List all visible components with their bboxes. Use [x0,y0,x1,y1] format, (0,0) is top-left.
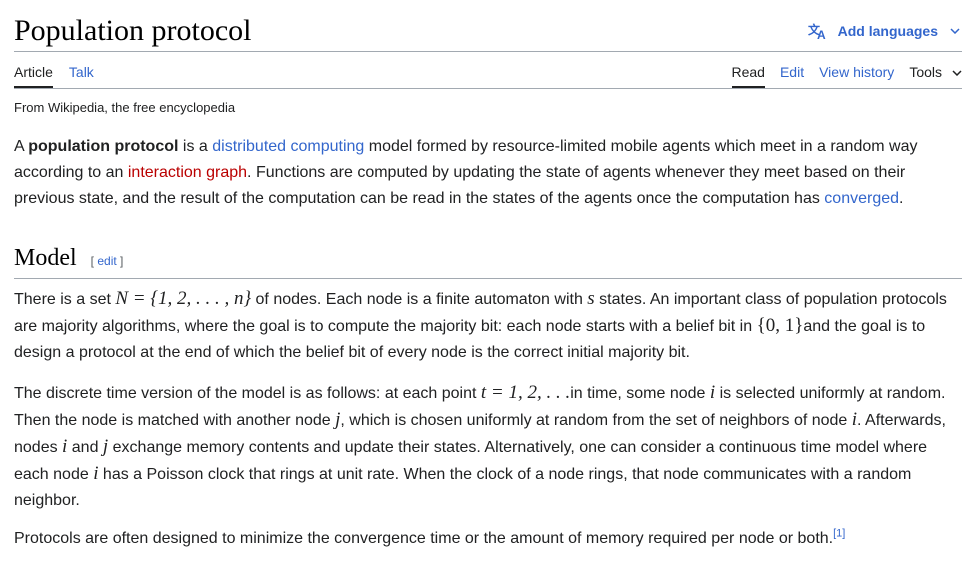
add-languages-label: Add languages [837,23,938,39]
math-j: j [335,409,341,430]
intro-paragraph: A population protocol is a distributed c… [14,134,962,212]
bold-term: population protocol [28,138,179,155]
page-title: Population protocol [14,14,252,47]
paragraph-text: exchange memory contents and update thei… [14,439,928,483]
model-paragraph-2: The discrete time version of the model i… [14,380,962,514]
link-interaction-graph[interactable]: interaction graph [127,164,248,181]
tools-label: Tools [909,64,942,80]
translate-icon: 文 A [808,22,828,40]
math-i: i [851,409,858,430]
paragraph-text: The discrete time version of the model i… [14,385,481,402]
tab-read[interactable]: Read [731,64,765,88]
paragraph-text: has a Poisson clock that rings at unit r… [14,466,912,509]
math-i: i [62,436,68,457]
reference-link[interactable]: [1] [833,527,846,540]
paragraph-text: states. An important class of population… [14,291,947,335]
link-converged[interactable]: converged [824,190,900,207]
math-i: i [93,463,99,484]
paragraph-text: . Afterwards, nodes [14,412,946,456]
site-tagline: From Wikipedia, the free encyclopedia [14,100,236,115]
view-tabs: Read Edit View history Tools [717,64,963,88]
paragraph-text: is selected uniformly at random. Then th… [14,385,946,429]
paragraph-text: in time, some node [570,385,710,402]
model-paragraph-3: Protocols are often designed to minimize… [14,526,962,552]
intro-text: A [14,138,29,155]
section-edit-link: [ edit ] [91,246,124,276]
title-divider [14,51,962,52]
paragraph-text: and the goal is to design a protocol at … [14,318,926,361]
tab-talk[interactable]: Talk [68,64,94,80]
tab-edit[interactable]: Edit [779,64,805,80]
math-s: s [587,288,595,309]
math-t: t = 1, 2, . . . [480,382,571,403]
intro-text: model formed by resource-limited mobile … [14,138,918,181]
svg-text:文: 文 [808,22,821,37]
tools-menu[interactable]: Tools [909,64,962,87]
paragraph-text: There is a set [14,291,116,308]
edit-bracket: [ [90,254,98,268]
section-heading-model: Model [ edit ] [14,243,123,276]
paragraph-text: of nodes. Each node is a finite automato… [251,291,588,308]
intro-text: is a [178,138,213,155]
math-j: j [102,436,109,457]
math-i: i [709,382,716,403]
add-languages-button[interactable]: 文 A Add languages [808,22,960,40]
math-set-n: N = {1, 2, . . . , n} [115,288,252,309]
intro-text: . Functions are computed by updating the… [14,164,906,207]
tabs-divider [14,88,962,89]
edit-section-link[interactable]: edit [97,254,117,268]
model-paragraph-1: There is a set N = {1, 2, . . . , n} of … [14,286,962,366]
namespace-tabs: Article Talk [14,64,110,88]
paragraph-text: , which is chosen uniformly at random fr… [340,412,852,429]
math-bit-set: {0, 1} [756,315,804,336]
svg-text:A: A [817,28,826,40]
tab-article[interactable]: Article [14,64,53,88]
link-distributed-computing[interactable]: distributed computing [212,138,365,155]
heading-divider [14,278,962,279]
chevron-down-icon [950,28,960,34]
paragraph-text: Protocols are often designed to minimize… [14,530,834,547]
tab-view-history[interactable]: View history [819,64,895,80]
intro-text: . [899,190,904,207]
section-title: Model [14,245,77,271]
chevron-down-icon [952,69,962,76]
paragraph-text: and [67,439,103,456]
edit-bracket: ] [116,254,124,268]
